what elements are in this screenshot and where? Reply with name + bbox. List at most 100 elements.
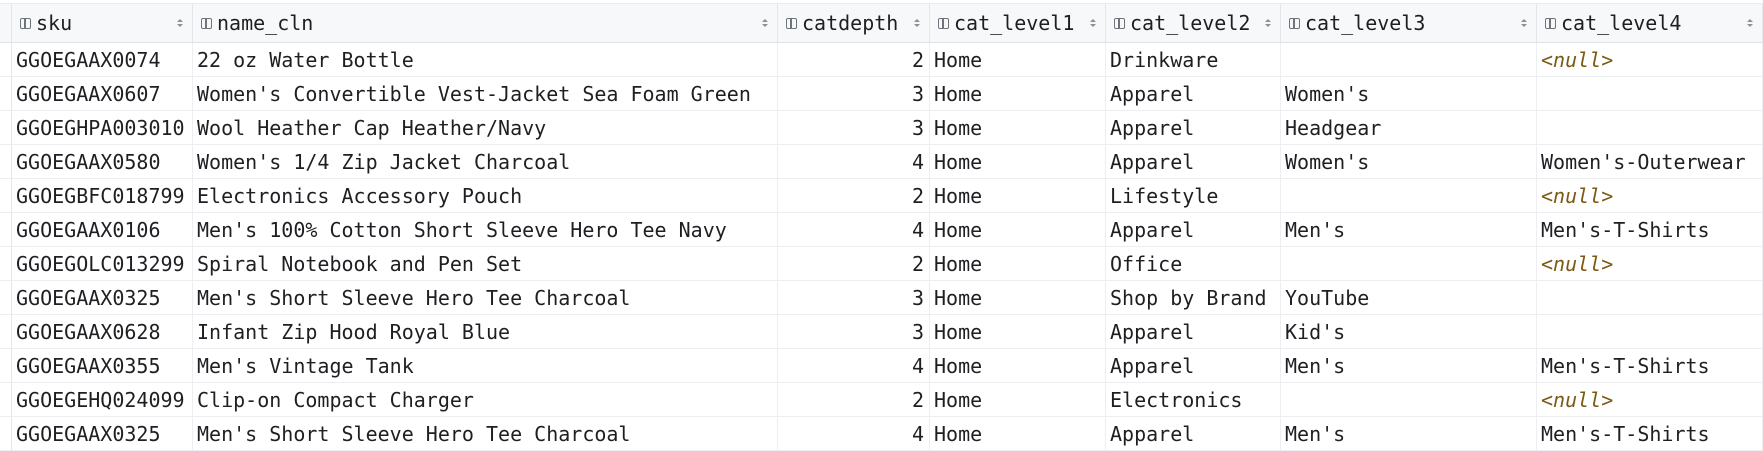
cell-catdepth[interactable]: 2 [778, 43, 930, 77]
cell-catdepth[interactable]: 4 [778, 213, 930, 247]
cell-cat-level4[interactable]: Women's-Outerwear [1537, 145, 1763, 179]
sort-icon[interactable] [1089, 19, 1097, 27]
cell-sku[interactable]: GGOEGHPA003010 [12, 111, 193, 145]
row-number-cell[interactable] [0, 247, 12, 281]
cell-name-cln[interactable]: Men's Short Sleeve Hero Tee Charcoal [193, 417, 778, 451]
cell-cat-level4[interactable]: <null> [1537, 247, 1763, 281]
cell-cat-level2[interactable]: Electronics [1106, 383, 1281, 417]
cell-cat-level2[interactable]: Office [1106, 247, 1281, 281]
cell-cat-level1[interactable]: Home [930, 349, 1106, 383]
column-header-cat-level2[interactable]: cat_level2 [1106, 3, 1281, 43]
cell-sku[interactable]: GGOEGAAX0325 [12, 281, 193, 315]
row-number-cell[interactable] [0, 77, 12, 111]
cell-cat-level1[interactable]: Home [930, 145, 1106, 179]
cell-name-cln[interactable]: Wool Heather Cap Heather/Navy [193, 111, 778, 145]
cell-catdepth[interactable]: 3 [778, 315, 930, 349]
cell-catdepth[interactable]: 3 [778, 111, 930, 145]
cell-cat-level1[interactable]: Home [930, 43, 1106, 77]
cell-cat-level2[interactable]: Apparel [1106, 349, 1281, 383]
cell-catdepth[interactable]: 4 [778, 349, 930, 383]
row-number-cell[interactable] [0, 213, 12, 247]
cell-cat-level4[interactable]: <null> [1537, 383, 1763, 417]
cell-sku[interactable]: GGOEGAAX0355 [12, 349, 193, 383]
cell-cat-level1[interactable]: Home [930, 281, 1106, 315]
column-header-name-cln[interactable]: name_cln [193, 3, 778, 43]
cell-catdepth[interactable]: 2 [778, 179, 930, 213]
cell-cat-level4[interactable]: <null> [1537, 179, 1763, 213]
row-number-cell[interactable] [0, 383, 12, 417]
cell-name-cln[interactable]: Clip-on Compact Charger [193, 383, 778, 417]
sort-icon[interactable] [176, 19, 184, 27]
cell-catdepth[interactable]: 2 [778, 247, 930, 281]
cell-cat-level2[interactable]: Apparel [1106, 417, 1281, 451]
cell-cat-level2[interactable]: Apparel [1106, 315, 1281, 349]
cell-cat-level1[interactable]: Home [930, 77, 1106, 111]
cell-sku[interactable]: GGOEGAAX0074 [12, 43, 193, 77]
cell-cat-level1[interactable]: Home [930, 315, 1106, 349]
cell-name-cln[interactable]: Electronics Accessory Pouch [193, 179, 778, 213]
cell-cat-level2[interactable]: Drinkware [1106, 43, 1281, 77]
cell-cat-level2[interactable]: Apparel [1106, 213, 1281, 247]
cell-cat-level1[interactable]: Home [930, 247, 1106, 281]
cell-sku[interactable]: GGOEGAAX0628 [12, 315, 193, 349]
cell-cat-level3[interactable]: Kid's [1281, 315, 1537, 349]
cell-catdepth[interactable]: 3 [778, 281, 930, 315]
row-number-header[interactable] [0, 3, 12, 43]
cell-catdepth[interactable]: 2 [778, 383, 930, 417]
cell-cat-level4[interactable]: <null> [1537, 43, 1763, 77]
row-number-cell[interactable] [0, 179, 12, 213]
cell-cat-level4[interactable] [1537, 111, 1763, 145]
column-header-sku[interactable]: sku [12, 3, 193, 43]
cell-cat-level2[interactable]: Lifestyle [1106, 179, 1281, 213]
column-header-cat-level1[interactable]: cat_level1 [930, 3, 1106, 43]
row-number-cell[interactable] [0, 417, 12, 451]
cell-cat-level4[interactable]: Men's-T-Shirts [1537, 213, 1763, 247]
cell-cat-level4[interactable]: Men's-T-Shirts [1537, 417, 1763, 451]
row-number-cell[interactable] [0, 43, 12, 77]
cell-sku[interactable]: GGOEGAAX0106 [12, 213, 193, 247]
cell-catdepth[interactable]: 3 [778, 77, 930, 111]
cell-sku[interactable]: GGOEGEHQ024099 [12, 383, 193, 417]
cell-sku[interactable]: GGOEGBFC018799 [12, 179, 193, 213]
cell-cat-level3[interactable]: Women's [1281, 77, 1537, 111]
cell-name-cln[interactable]: Men's Vintage Tank [193, 349, 778, 383]
sort-icon[interactable] [1520, 19, 1528, 27]
cell-cat-level4[interactable] [1537, 77, 1763, 111]
cell-catdepth[interactable]: 4 [778, 145, 930, 179]
cell-cat-level3[interactable]: Men's [1281, 417, 1537, 451]
row-number-cell[interactable] [0, 281, 12, 315]
cell-cat-level1[interactable]: Home [930, 417, 1106, 451]
row-number-cell[interactable] [0, 145, 12, 179]
cell-name-cln[interactable]: Women's 1/4 Zip Jacket Charcoal [193, 145, 778, 179]
cell-name-cln[interactable]: 22 oz Water Bottle [193, 43, 778, 77]
cell-sku[interactable]: GGOEGAAX0325 [12, 417, 193, 451]
cell-catdepth[interactable]: 4 [778, 417, 930, 451]
cell-cat-level1[interactable]: Home [930, 213, 1106, 247]
cell-cat-level4[interactable] [1537, 281, 1763, 315]
cell-cat-level1[interactable]: Home [930, 179, 1106, 213]
cell-name-cln[interactable]: Men's Short Sleeve Hero Tee Charcoal [193, 281, 778, 315]
cell-cat-level4[interactable]: Men's-T-Shirts [1537, 349, 1763, 383]
cell-cat-level2[interactable]: Shop by Brand [1106, 281, 1281, 315]
cell-cat-level1[interactable]: Home [930, 383, 1106, 417]
cell-cat-level3[interactable]: Women's [1281, 145, 1537, 179]
cell-cat-level3[interactable] [1281, 43, 1537, 77]
row-number-cell[interactable] [0, 349, 12, 383]
cell-cat-level2[interactable]: Apparel [1106, 145, 1281, 179]
cell-name-cln[interactable]: Men's 100% Cotton Short Sleeve Hero Tee … [193, 213, 778, 247]
sort-icon[interactable] [1746, 19, 1754, 27]
cell-cat-level3[interactable]: Men's [1281, 213, 1537, 247]
cell-cat-level1[interactable]: Home [930, 111, 1106, 145]
column-header-catdepth[interactable]: catdepth [778, 3, 930, 43]
cell-cat-level3[interactable] [1281, 179, 1537, 213]
cell-cat-level2[interactable]: Apparel [1106, 111, 1281, 145]
cell-name-cln[interactable]: Spiral Notebook and Pen Set [193, 247, 778, 281]
row-number-cell[interactable] [0, 315, 12, 349]
cell-name-cln[interactable]: Infant Zip Hood Royal Blue [193, 315, 778, 349]
cell-sku[interactable]: GGOEGAAX0580 [12, 145, 193, 179]
column-header-cat-level3[interactable]: cat_level3 [1281, 3, 1537, 43]
cell-sku[interactable]: GGOEGAAX0607 [12, 77, 193, 111]
cell-cat-level4[interactable] [1537, 315, 1763, 349]
cell-cat-level3[interactable] [1281, 247, 1537, 281]
cell-cat-level2[interactable]: Apparel [1106, 77, 1281, 111]
